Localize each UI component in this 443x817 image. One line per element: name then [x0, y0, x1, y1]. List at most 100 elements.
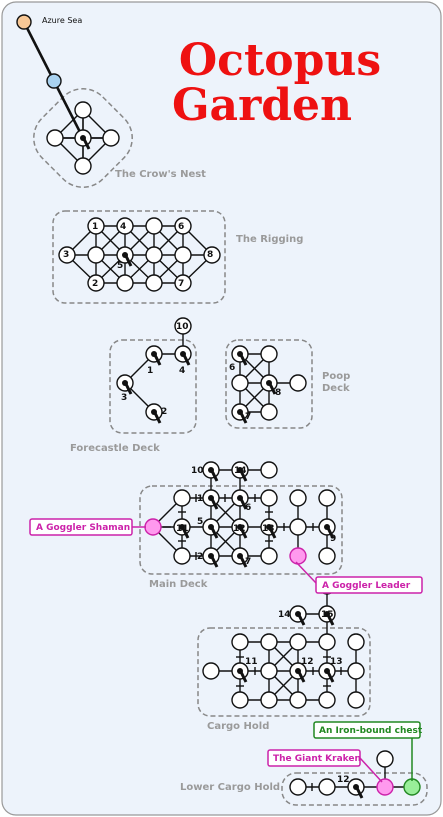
cargo-num-15: 15 — [321, 610, 334, 620]
map-node[interactable] — [289, 374, 307, 392]
goggler-shaman-node[interactable] — [144, 518, 162, 536]
goggler-leader-node[interactable] — [289, 547, 307, 565]
iron-chest-node[interactable] — [403, 778, 421, 796]
map-node[interactable] — [58, 246, 76, 264]
main-num-7: 7 — [245, 557, 251, 567]
poop-deck-label-2: Deck — [322, 383, 350, 394]
map-node[interactable] — [260, 403, 278, 421]
map-node[interactable] — [289, 489, 307, 507]
map-node[interactable] — [289, 518, 307, 536]
map-node[interactable] — [87, 274, 105, 292]
map-node[interactable] — [318, 691, 336, 709]
map-node[interactable] — [260, 461, 278, 479]
map-node[interactable] — [145, 274, 163, 292]
giant-kraken-node[interactable] — [376, 778, 394, 796]
stair-slash — [239, 527, 248, 539]
map-node[interactable] — [231, 633, 249, 651]
main-num-12: 12 — [233, 524, 246, 534]
goggler-shaman-callout: A Goggler Shaman — [29, 518, 146, 536]
map-node[interactable] — [289, 778, 307, 796]
map-node[interactable] — [145, 217, 163, 235]
map-node[interactable] — [347, 662, 365, 680]
map-node[interactable] — [260, 345, 278, 363]
rigging-num-5: 5 — [117, 261, 123, 271]
map-node[interactable] — [318, 778, 336, 796]
map-node[interactable] — [289, 691, 307, 709]
map-node[interactable] — [376, 750, 394, 768]
stair-slash — [239, 556, 248, 568]
map-node[interactable] — [116, 274, 134, 292]
rigging-num-4: 4 — [120, 222, 126, 232]
map-node[interactable] — [46, 129, 64, 147]
rigging-num-3: 3 — [63, 250, 69, 260]
map-node[interactable] — [347, 633, 365, 651]
poop-deck-box — [225, 339, 313, 429]
crows-nest-box — [33, 88, 133, 188]
map-node[interactable] — [231, 691, 249, 709]
map-node[interactable] — [318, 489, 336, 507]
map-node[interactable] — [289, 633, 307, 651]
map-node[interactable] — [174, 217, 192, 235]
map-node[interactable] — [260, 691, 278, 709]
main-num-11: 11 — [176, 524, 189, 534]
map-node[interactable] — [347, 691, 365, 709]
map-node[interactable] — [174, 274, 192, 292]
giant-kraken-label: The Giant Kraken — [273, 754, 361, 764]
iron-chest-label: An Iron-bound chest — [319, 726, 423, 736]
forecastle-num-2: 2 — [161, 407, 167, 417]
map-node[interactable] — [116, 217, 134, 235]
rigging-num-7: 7 — [178, 279, 184, 289]
cargo-num-14: 14 — [278, 610, 291, 620]
cargo-num-13: 13 — [330, 657, 343, 667]
main-num-10: 10 — [191, 466, 204, 476]
map-node[interactable] — [74, 157, 92, 175]
forecastle-box — [109, 339, 197, 434]
map-node[interactable] — [102, 129, 120, 147]
poop-num-7: 7 — [245, 412, 251, 422]
stair-slash — [297, 614, 306, 626]
map-node[interactable] — [173, 547, 191, 565]
map-node[interactable] — [260, 662, 278, 680]
goggler-leader-callout: A Goggler Leader — [295, 561, 423, 594]
cargo-hold-label: Cargo Hold — [207, 721, 269, 732]
stair-slash — [297, 671, 306, 683]
azure-sea-node[interactable] — [16, 14, 32, 30]
teleport-node[interactable] — [46, 73, 62, 89]
poop-deck-label-1: Poop — [322, 371, 350, 382]
iron-chest-callout: An Iron-bound chest — [313, 721, 423, 781]
map-node[interactable] — [318, 547, 336, 565]
zone-boxes — [33, 88, 428, 806]
map-node[interactable] — [260, 633, 278, 651]
map-node[interactable] — [173, 489, 191, 507]
map-node[interactable] — [203, 246, 221, 264]
rigging-num-6: 6 — [178, 222, 184, 232]
stair-slash — [153, 354, 162, 366]
stair-slash — [210, 556, 219, 568]
map-node[interactable] — [318, 633, 336, 651]
stair-slash — [326, 671, 335, 683]
map-node[interactable] — [231, 374, 249, 392]
stair-slash — [239, 470, 248, 482]
map-node[interactable] — [174, 317, 192, 335]
main-num-9: 9 — [330, 534, 336, 544]
main-num-13: 13 — [262, 524, 275, 534]
goggler-leader-connector — [295, 561, 317, 584]
rigging-num-8: 8 — [207, 250, 213, 260]
main-num-1: 1 — [197, 494, 203, 504]
lower-cargo-hold-label: Lower Cargo Hold — [180, 782, 280, 793]
forecastle-num-1: 1 — [147, 366, 153, 376]
map-node[interactable] — [260, 547, 278, 565]
goggler-shaman-label: A Goggler Shaman — [36, 523, 130, 533]
map-node[interactable] — [145, 246, 163, 264]
map-node[interactable] — [174, 246, 192, 264]
map-node[interactable] — [202, 662, 220, 680]
map-node[interactable] — [74, 101, 92, 119]
main-num-6: 6 — [245, 503, 251, 513]
stair-slash — [210, 498, 219, 510]
map-node[interactable] — [87, 246, 105, 264]
stair-slash — [82, 138, 91, 150]
map-node[interactable] — [87, 217, 105, 235]
map-node[interactable] — [260, 489, 278, 507]
rigging-num-2: 2 — [92, 279, 98, 289]
